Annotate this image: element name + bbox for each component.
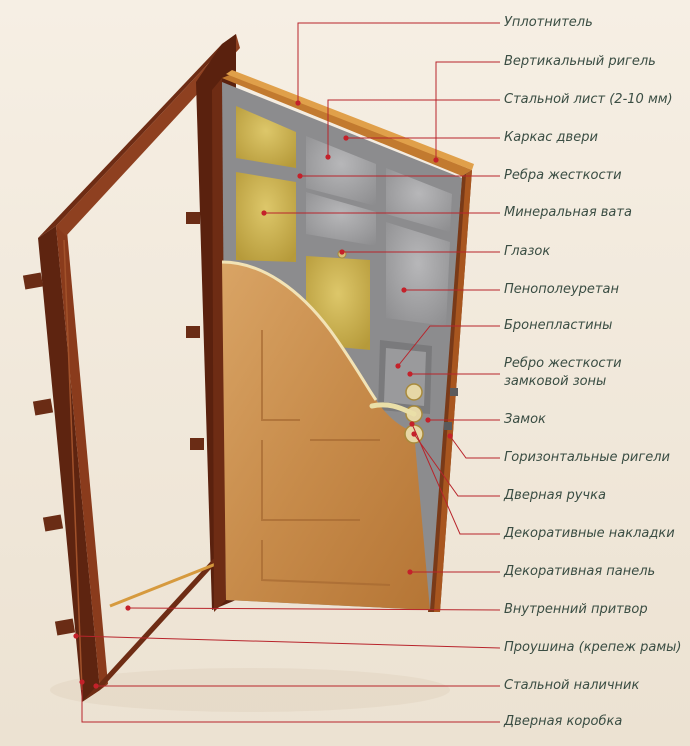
label-lock: Замок (504, 412, 546, 427)
leader-lines (75, 22, 501, 723)
label-steel-sheet: Стальной лист (2-10 мм) (504, 92, 673, 107)
label-peephole: Глазок (504, 244, 551, 259)
label-steel-casing: Стальной наличник (504, 678, 640, 693)
label-armor-plates: Бронепластины (504, 318, 613, 333)
label-door-box: Дверная коробка (504, 714, 623, 729)
label-stiffeners: Ребра жесткости (504, 168, 622, 183)
leader-handle (413, 433, 500, 497)
label-horizontal-bolts: Горизонтальные ригели (504, 450, 670, 465)
door-leaf (212, 70, 474, 612)
label-inner-rebate: Внутренний притвор (504, 602, 648, 617)
label-lug: Проушина (крепеж рамы) (504, 640, 682, 655)
label-door-frame: Каркас двери (504, 130, 598, 145)
label-lock-stiffener-line2: замковой зоны (504, 374, 607, 389)
leader-vertical-bolt (435, 61, 500, 160)
leader-dots (73, 100, 453, 689)
leader-armor-plates (397, 325, 500, 367)
label-vertical-bolt: Вертикальный ригель (504, 54, 656, 69)
label-polyurethane: Пенополеуретан (504, 282, 619, 297)
leader-steel-sheet (327, 99, 500, 157)
leader-decor-overlays (411, 423, 500, 535)
label-lock-stiffener: Ребро жесткости замковой зоны (504, 355, 622, 391)
label-decor-overlays: Декоративные накладки (504, 526, 675, 541)
leader-inner-rebate (127, 607, 501, 611)
leader-door-box (81, 682, 500, 723)
label-mineral-wool: Минеральная вата (504, 205, 632, 220)
label-lock-stiffener-line1: Ребро жесткости (504, 356, 622, 371)
label-decor-panel: Декоративная панель (504, 564, 656, 579)
label-handle: Дверная ручка (504, 488, 606, 503)
leader-lug (75, 635, 501, 649)
leader-horizontal-bolts (449, 435, 500, 459)
leader-seal (297, 22, 500, 103)
label-seal: Уплотнитель (504, 15, 593, 30)
